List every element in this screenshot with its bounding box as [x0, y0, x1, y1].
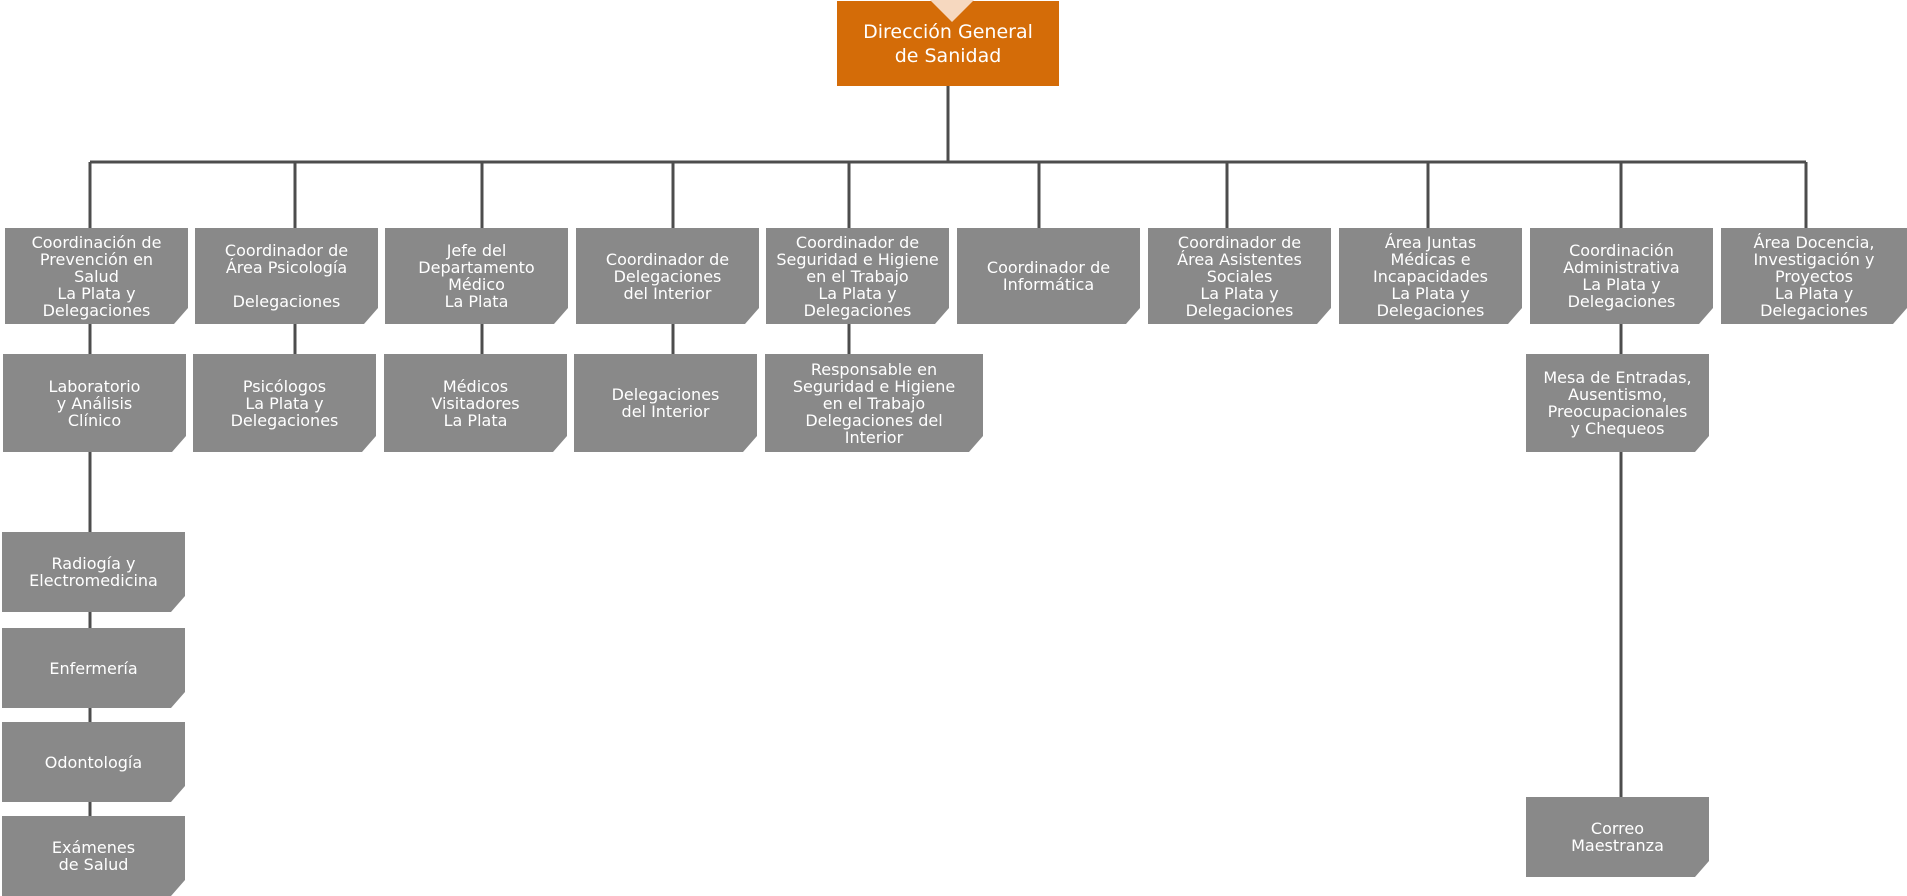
area-juntas-medicas-label: Área Juntas Médicas e Incapacidades La P…	[1373, 232, 1488, 320]
coord-seguridad-higiene-label: Coordinador de Seguridad e Higiene en el…	[776, 232, 939, 320]
correo-maestranza-box: Correo Maestranza	[1526, 797, 1709, 877]
odontologia-label: Odontología	[44, 752, 143, 772]
odontologia-box: Odontología	[2, 722, 185, 802]
examenes-salud-label: Exámenes de Salud	[51, 838, 136, 874]
coord-delegaciones-interior-box: Coordinador de Delegaciones del Interior	[576, 228, 759, 324]
medicos-visitadores-label: Médicos Visitadores La Plata	[431, 376, 520, 430]
delegaciones-interior-label: Delegaciones del Interior	[611, 385, 720, 421]
delegaciones-interior-box: Delegaciones del Interior	[574, 354, 757, 452]
radiologia-box: Radiogía y Electromedicina	[2, 532, 185, 612]
radiologia-label: Radiogía y Electromedicina	[29, 554, 158, 590]
area-docencia-label: Área Docencia, Investigación y Proyectos…	[1753, 232, 1875, 320]
root-notch-marker	[930, 0, 974, 22]
coord-delegaciones-interior-label: Coordinador de Delegaciones del Interior	[605, 249, 730, 303]
coord-area-psicologia-label: Coordinador de Área Psicología Delegacio…	[224, 241, 349, 311]
coord-asistentes-sociales-label: Coordinador de Área Asistentes Sociales …	[1177, 232, 1302, 320]
correo-maestranza-label: Correo Maestranza	[1571, 819, 1664, 855]
coord-seguridad-higiene-box: Coordinador de Seguridad e Higiene en el…	[766, 228, 949, 324]
responsable-seguridad-box: Responsable en Seguridad e Higiene en el…	[765, 354, 983, 452]
coord-informatica-box: Coordinador de Informática	[957, 228, 1140, 324]
coord-informatica-label: Coordinador de Informática	[986, 258, 1111, 294]
mesa-entradas-label: Mesa de Entradas, Ausentismo, Preocupaci…	[1543, 368, 1692, 438]
coord-administrativa-box: Coordinación Administrativa La Plata y D…	[1530, 228, 1713, 324]
laboratorio-analisis-box: Laboratorio y Análisis Clínico	[3, 354, 186, 452]
coord-prevencion-salud-label: Coordinación de Prevención en Salud La P…	[31, 232, 162, 320]
examenes-salud-box: Exámenes de Salud	[2, 816, 185, 896]
responsable-seguridad-label: Responsable en Seguridad e Higiene en el…	[792, 359, 956, 447]
enfermeria-box: Enfermería	[2, 628, 185, 708]
area-juntas-medicas-box: Área Juntas Médicas e Incapacidades La P…	[1339, 228, 1522, 324]
medicos-visitadores-box: Médicos Visitadores La Plata	[384, 354, 567, 452]
jefe-departamento-medico-box: Jefe del Departamento Médico La Plata	[385, 228, 568, 324]
coord-prevencion-salud-box: Coordinación de Prevención en Salud La P…	[5, 228, 188, 324]
jefe-departamento-medico-label: Jefe del Departamento Médico La Plata	[418, 241, 535, 311]
psicologos-box: Psicólogos La Plata y Delegaciones	[193, 354, 376, 452]
mesa-entradas-box: Mesa de Entradas, Ausentismo, Preocupaci…	[1526, 354, 1709, 452]
direccion-general-title: Dirección General de Sanidad	[863, 20, 1033, 67]
coord-administrativa-label: Coordinación Administrativa La Plata y D…	[1563, 241, 1680, 311]
coord-area-psicologia-box: Coordinador de Área Psicología Delegacio…	[195, 228, 378, 324]
enfermeria-label: Enfermería	[49, 658, 138, 678]
psicologos-label: Psicólogos La Plata y Delegaciones	[230, 376, 339, 430]
area-docencia-box: Área Docencia, Investigación y Proyectos…	[1721, 228, 1907, 324]
laboratorio-analisis-label: Laboratorio y Análisis Clínico	[48, 376, 141, 430]
coord-asistentes-sociales-box: Coordinador de Área Asistentes Sociales …	[1148, 228, 1331, 324]
